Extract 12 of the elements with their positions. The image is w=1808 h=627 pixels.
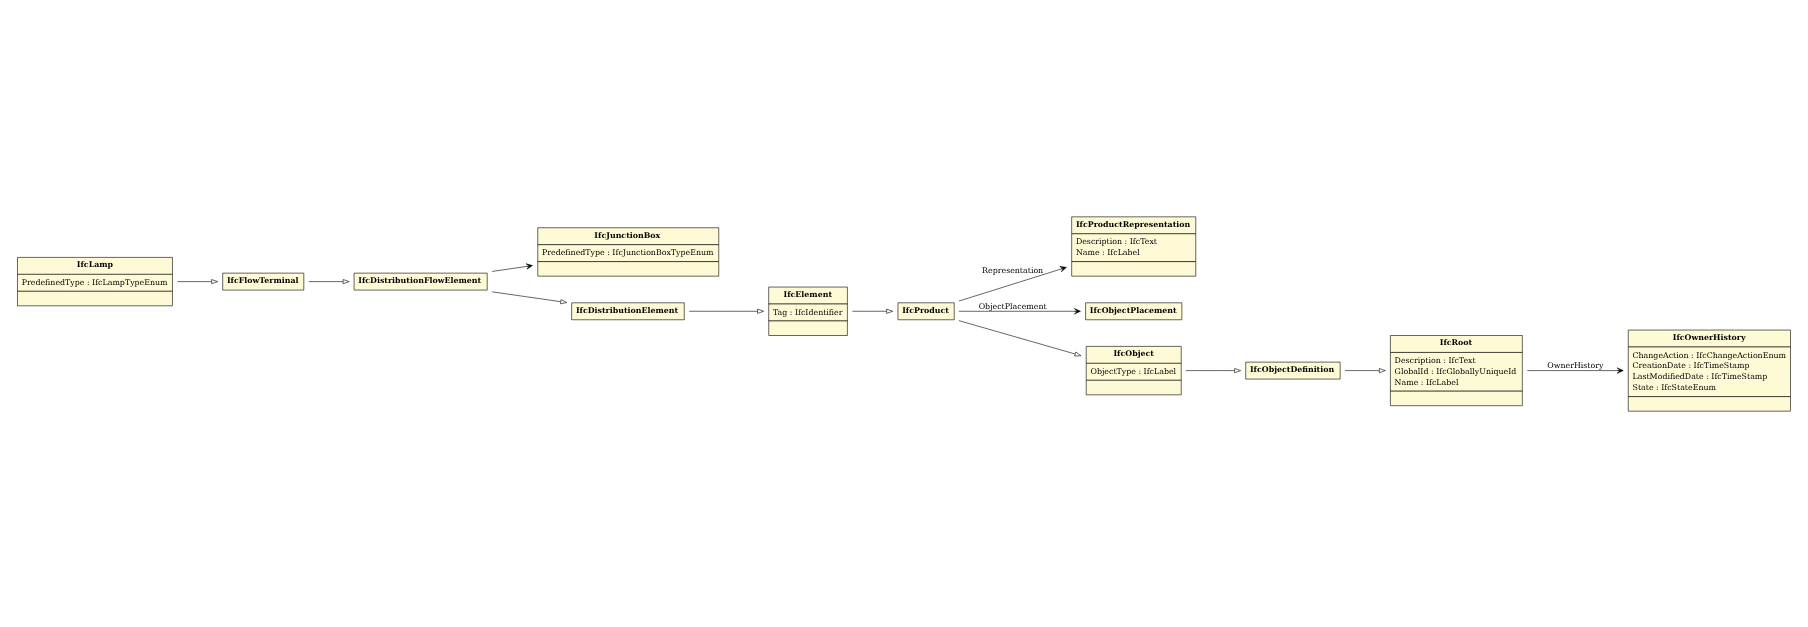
arrow — [688, 308, 764, 314]
arrow — [852, 308, 893, 314]
arrow — [308, 278, 350, 284]
arrow — [1344, 367, 1386, 373]
arrow — [1185, 367, 1241, 373]
arrow — [958, 319, 1082, 356]
arrow — [958, 307, 1081, 314]
arrow — [491, 291, 568, 304]
arrow — [491, 262, 533, 272]
arrow — [177, 278, 218, 284]
arrow — [958, 265, 1067, 301]
arrow — [1527, 367, 1624, 374]
